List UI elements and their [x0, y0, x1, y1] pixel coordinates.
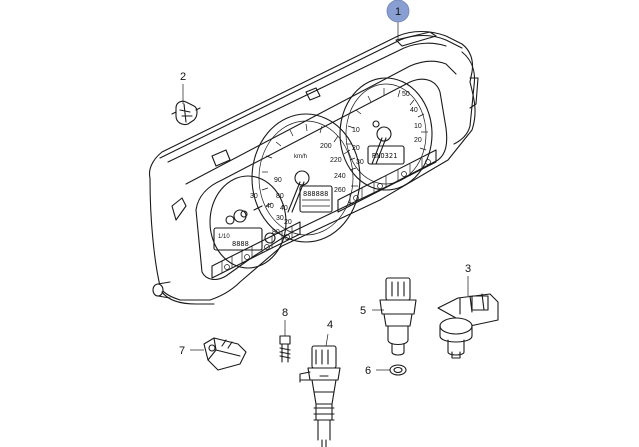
callout-7[interactable]: 7: [179, 345, 185, 357]
callout-6[interactable]: 6: [365, 365, 371, 377]
part-4-sender[interactable]: [299, 345, 341, 447]
speed-needle-hub: [294, 170, 310, 186]
speed-tick-200: 200: [320, 143, 332, 150]
tach-tick-40: 40: [410, 107, 418, 114]
speed-tick-260: 260: [334, 187, 346, 194]
callout-4[interactable]: 4: [327, 319, 333, 331]
tach-tick-10b: 10: [414, 123, 422, 130]
callout-2[interactable]: 2: [180, 71, 186, 83]
tachometer-ticks: [346, 88, 428, 161]
tach-needle-hub: [376, 126, 392, 142]
odometer-readout: 888888: [303, 190, 328, 198]
callout-1-highlight: [386, 0, 410, 23]
tach-label: RNO321: [372, 152, 397, 160]
part-7-switch[interactable]: [203, 337, 247, 371]
tach-tick-50: 50: [402, 91, 410, 98]
leader-lines: [182, 22, 469, 371]
callout-8[interactable]: 8: [282, 307, 288, 319]
fuel-label: 1/10: [218, 234, 230, 240]
tach-tick-20: 20: [352, 145, 360, 152]
speed-unit: km/h: [294, 154, 307, 160]
speedometer-ticks: [261, 123, 358, 207]
tachometer: 10 20 30 50 40 10 20 RNO321: [339, 77, 433, 191]
trip-readout: 8888: [232, 240, 249, 248]
callout-1[interactable]: 1: [395, 6, 401, 18]
speed-tick-40: 40: [280, 205, 288, 212]
part-2-clip[interactable]: [171, 100, 201, 126]
part-3-sensor[interactable]: [437, 293, 499, 359]
warning-light-strip: [211, 149, 437, 279]
speed-tick-20: 20: [284, 219, 292, 226]
speedometer: 90 80 40 30 20 km/h 200 220 240 260 8888…: [251, 113, 361, 243]
tach-tick-10: 10: [352, 127, 360, 134]
speed-tick-240: 240: [334, 173, 346, 180]
fuel-tick-2: 40: [266, 203, 274, 210]
tach-display: [367, 145, 405, 165]
tach-tick-30: 30: [356, 159, 364, 166]
speed-tick-90: 90: [274, 177, 282, 184]
callout-5[interactable]: 5: [360, 305, 366, 317]
callouts: 1 2 3 4 5 6 7 8: [179, 0, 471, 377]
fuel-tick-3: 80: [272, 229, 280, 236]
instrument-cluster[interactable]: 30 40 80 1/10 8888 90 80 40 30 20 km/: [148, 30, 479, 305]
speed-tick-30: 30: [276, 215, 284, 222]
speed-tick-220: 220: [330, 157, 342, 164]
odometer-window: [299, 185, 333, 213]
part-5-sensor[interactable]: [379, 277, 417, 356]
part-8-screw[interactable]: [279, 335, 291, 363]
tach-tick-20b: 20: [414, 137, 422, 144]
speed-tick-80: 80: [276, 193, 284, 200]
callout-3[interactable]: 3: [465, 263, 471, 275]
part-6-washer[interactable]: [389, 364, 407, 376]
